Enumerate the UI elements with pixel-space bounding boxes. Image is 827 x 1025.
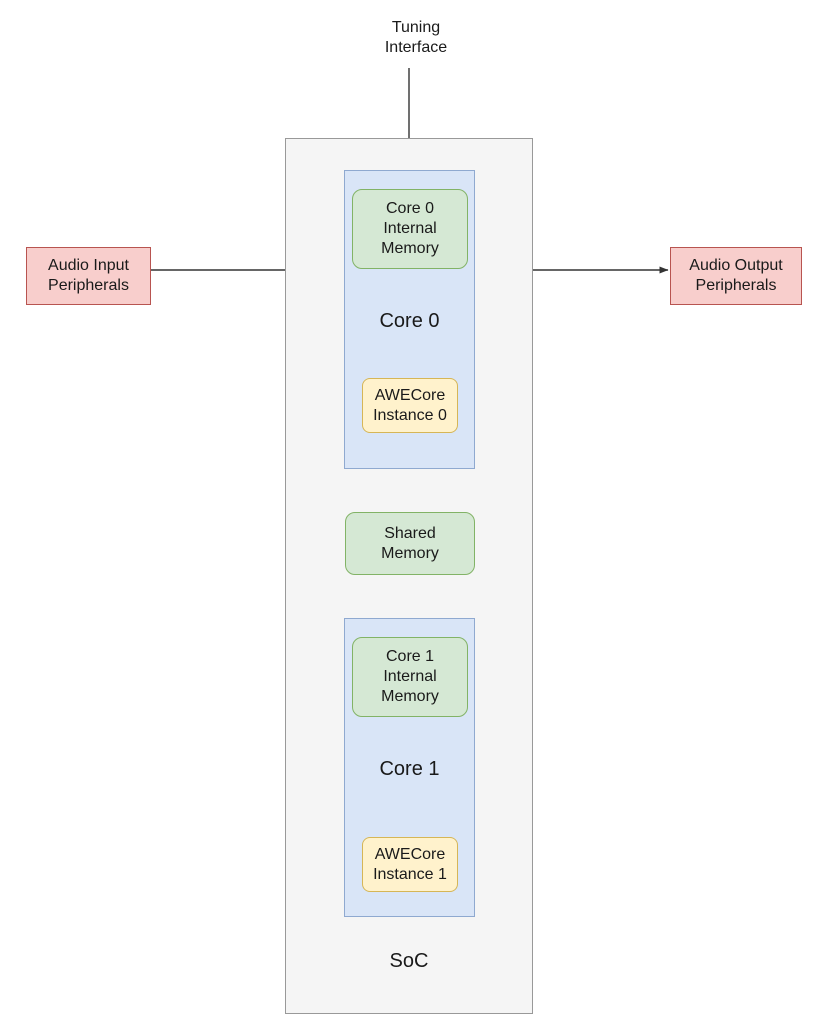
audio-output-line1: Audio Output — [689, 257, 783, 274]
shared-memory-line2: Memory — [381, 544, 439, 562]
awecore-instance-1-block[interactable]: AWECore Instance 1 — [362, 837, 458, 892]
core-1-memory-line3: Memory — [381, 688, 439, 705]
awecore-1-line2: Instance 1 — [373, 865, 447, 883]
core-0-label: Core 0 — [379, 310, 440, 332]
core-1-internal-memory-block[interactable]: Core 1 Internal Memory — [352, 637, 468, 717]
awecore-0-line1: AWECore — [374, 386, 446, 404]
core-0-memory-line3: Memory — [381, 240, 439, 257]
awecore-1-line1: AWECore — [374, 845, 446, 863]
shared-memory-block[interactable]: Shared Memory — [345, 512, 475, 575]
core-0-memory-line1: Core 0 — [385, 200, 435, 217]
tuning-interface-label: Tuning Interface — [340, 18, 492, 59]
shared-memory-line1: Shared — [384, 524, 436, 542]
core-1-memory-line1: Core 1 — [385, 648, 435, 665]
core-1-memory-line2: Internal — [383, 668, 437, 685]
core-1-label: Core 1 — [379, 758, 440, 780]
audio-input-line2: Peripherals — [48, 277, 129, 294]
audio-input-peripherals-block[interactable]: Audio Input Peripherals — [26, 247, 151, 305]
soc-label: SoC — [389, 950, 429, 972]
audio-output-peripherals-block[interactable]: Audio Output Peripherals — [670, 247, 802, 305]
tuning-interface-line2: Interface — [384, 39, 448, 57]
audio-output-line2: Peripherals — [695, 277, 777, 294]
tuning-interface-line1: Tuning — [391, 19, 441, 36]
core-0-internal-memory-block[interactable]: Core 0 Internal Memory — [352, 189, 468, 269]
awecore-0-line2: Instance 0 — [373, 406, 447, 424]
core-0-memory-line2: Internal — [383, 220, 437, 237]
awecore-instance-0-block[interactable]: AWECore Instance 0 — [362, 378, 458, 433]
audio-input-line1: Audio Input — [48, 257, 129, 274]
